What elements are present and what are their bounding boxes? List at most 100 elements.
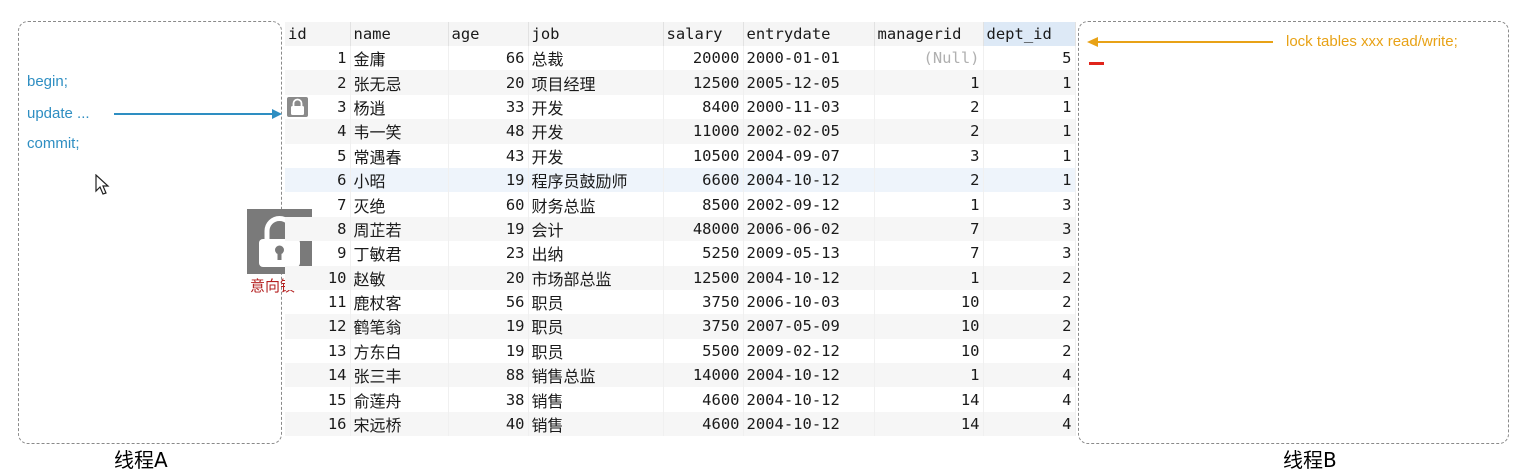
- table-cell-managerid[interactable]: 7: [874, 216, 984, 242]
- table-cell-age[interactable]: 19: [448, 314, 529, 339]
- table-cell-name[interactable]: 赵敏: [350, 265, 449, 290]
- table-cell-id[interactable]: 5: [285, 143, 351, 168]
- table-cell-name[interactable]: 方东白: [350, 338, 449, 364]
- table-cell-dept-id[interactable]: 1: [983, 70, 1076, 95]
- table-cell-dept-id[interactable]: 2: [983, 265, 1076, 290]
- table-cell-job[interactable]: 出纳: [528, 241, 664, 266]
- table-cell-managerid[interactable]: 14: [874, 387, 984, 412]
- table-cell-name[interactable]: 小昭: [350, 167, 449, 193]
- table-cell-salary[interactable]: 5500: [663, 338, 744, 364]
- table-cell-id[interactable]: 9: [285, 241, 351, 266]
- table-cell-id[interactable]: 3: [285, 94, 351, 120]
- table-cell-entrydate[interactable]: 2000-11-03: [743, 94, 875, 120]
- table-cell-id[interactable]: 8: [285, 216, 351, 242]
- table-cell-managerid[interactable]: 10: [874, 338, 984, 364]
- table-cell-managerid[interactable]: 1: [874, 70, 984, 95]
- table-cell-dept-id[interactable]: 5: [983, 46, 1076, 71]
- table-cell-name[interactable]: 鹤笔翁: [350, 314, 449, 339]
- table-cell-entrydate[interactable]: 2005-12-05: [743, 70, 875, 95]
- table-cell-managerid[interactable]: 3: [874, 143, 984, 168]
- table-cell-dept-id[interactable]: 1: [983, 167, 1076, 193]
- table-cell-age[interactable]: 66: [448, 46, 529, 71]
- table-cell-id[interactable]: 11: [285, 289, 351, 315]
- table-cell-id[interactable]: 1: [285, 46, 351, 71]
- table-cell-salary[interactable]: 8500: [663, 192, 744, 217]
- table-cell-dept-id[interactable]: 3: [983, 192, 1076, 217]
- table-cell-entrydate[interactable]: 2006-10-03: [743, 289, 875, 315]
- table-cell-age[interactable]: 23: [448, 241, 529, 266]
- column-header[interactable]: name: [350, 22, 449, 46]
- table-cell-salary[interactable]: 10500: [663, 143, 744, 168]
- table-cell-age[interactable]: 20: [448, 265, 529, 290]
- column-header[interactable]: age: [448, 22, 529, 46]
- table-cell-job[interactable]: 职员: [528, 289, 664, 315]
- table-cell-dept-id[interactable]: 2: [983, 338, 1076, 364]
- table-cell-salary[interactable]: 20000: [663, 46, 744, 71]
- table-cell-age[interactable]: 19: [448, 338, 529, 364]
- table-cell-age[interactable]: 19: [448, 216, 529, 242]
- table-cell-salary[interactable]: 4600: [663, 411, 744, 437]
- table-cell-entrydate[interactable]: 2009-05-13: [743, 241, 875, 266]
- column-header[interactable]: entrydate: [743, 22, 875, 46]
- column-header[interactable]: salary: [663, 22, 744, 46]
- table-cell-id[interactable]: 15: [285, 387, 351, 412]
- table-cell-job[interactable]: 开发: [528, 143, 664, 168]
- table-cell-id[interactable]: 2: [285, 70, 351, 95]
- table-cell-name[interactable]: 金庸: [350, 46, 449, 71]
- table-cell-managerid[interactable]: 1: [874, 192, 984, 217]
- table-cell-name[interactable]: 张三丰: [350, 363, 449, 388]
- table-cell-entrydate[interactable]: 2004-10-12: [743, 167, 875, 193]
- table-cell-name[interactable]: 杨逍: [350, 94, 449, 120]
- table-cell-id[interactable]: 7: [285, 192, 351, 217]
- column-header[interactable]: job: [528, 22, 664, 46]
- table-cell-salary[interactable]: 3750: [663, 314, 744, 339]
- table-cell-dept-id[interactable]: 3: [983, 216, 1076, 242]
- table-cell-age[interactable]: 60: [448, 192, 529, 217]
- column-header[interactable]: id: [285, 22, 351, 46]
- table-cell-job[interactable]: 职员: [528, 314, 664, 339]
- table-cell-salary[interactable]: 3750: [663, 289, 744, 315]
- table-cell-dept-id[interactable]: 2: [983, 314, 1076, 339]
- table-cell-salary[interactable]: 14000: [663, 363, 744, 388]
- table-cell-name[interactable]: 常遇春: [350, 143, 449, 168]
- table-cell-job[interactable]: 销售: [528, 387, 664, 412]
- table-cell-salary[interactable]: 4600: [663, 387, 744, 412]
- table-cell-entrydate[interactable]: 2004-10-12: [743, 265, 875, 290]
- table-cell-dept-id[interactable]: 4: [983, 387, 1076, 412]
- table-cell-age[interactable]: 38: [448, 387, 529, 412]
- column-header[interactable]: managerid: [874, 22, 984, 46]
- table-cell-entrydate[interactable]: 2004-10-12: [743, 387, 875, 412]
- table-cell-job[interactable]: 会计: [528, 216, 664, 242]
- table-cell-managerid[interactable]: 14: [874, 411, 984, 437]
- table-cell-name[interactable]: 俞莲舟: [350, 387, 449, 412]
- table-cell-managerid[interactable]: (Null): [874, 46, 984, 71]
- table-cell-job[interactable]: 项目经理: [528, 70, 664, 95]
- table-cell-id[interactable]: 13: [285, 338, 351, 364]
- table-cell-managerid[interactable]: 2: [874, 119, 984, 144]
- table-cell-job[interactable]: 销售总监: [528, 363, 664, 388]
- table-cell-age[interactable]: 88: [448, 363, 529, 388]
- table-cell-managerid[interactable]: 10: [874, 289, 984, 315]
- table-cell-name[interactable]: 鹿杖客: [350, 289, 449, 315]
- table-cell-job[interactable]: 开发: [528, 119, 664, 144]
- table-cell-managerid[interactable]: 2: [874, 94, 984, 120]
- table-cell-job[interactable]: 财务总监: [528, 192, 664, 217]
- table-cell-job[interactable]: 总裁: [528, 46, 664, 71]
- table-cell-age[interactable]: 56: [448, 289, 529, 315]
- table-cell-age[interactable]: 48: [448, 119, 529, 144]
- table-cell-dept-id[interactable]: 4: [983, 363, 1076, 388]
- table-cell-age[interactable]: 43: [448, 143, 529, 168]
- table-cell-age[interactable]: 19: [448, 167, 529, 193]
- table-cell-age[interactable]: 20: [448, 70, 529, 95]
- table-cell-dept-id[interactable]: 1: [983, 119, 1076, 144]
- table-cell-job[interactable]: 程序员鼓励师: [528, 167, 664, 193]
- table-cell-name[interactable]: 丁敏君: [350, 241, 449, 266]
- table-cell-job[interactable]: 市场部总监: [528, 265, 664, 290]
